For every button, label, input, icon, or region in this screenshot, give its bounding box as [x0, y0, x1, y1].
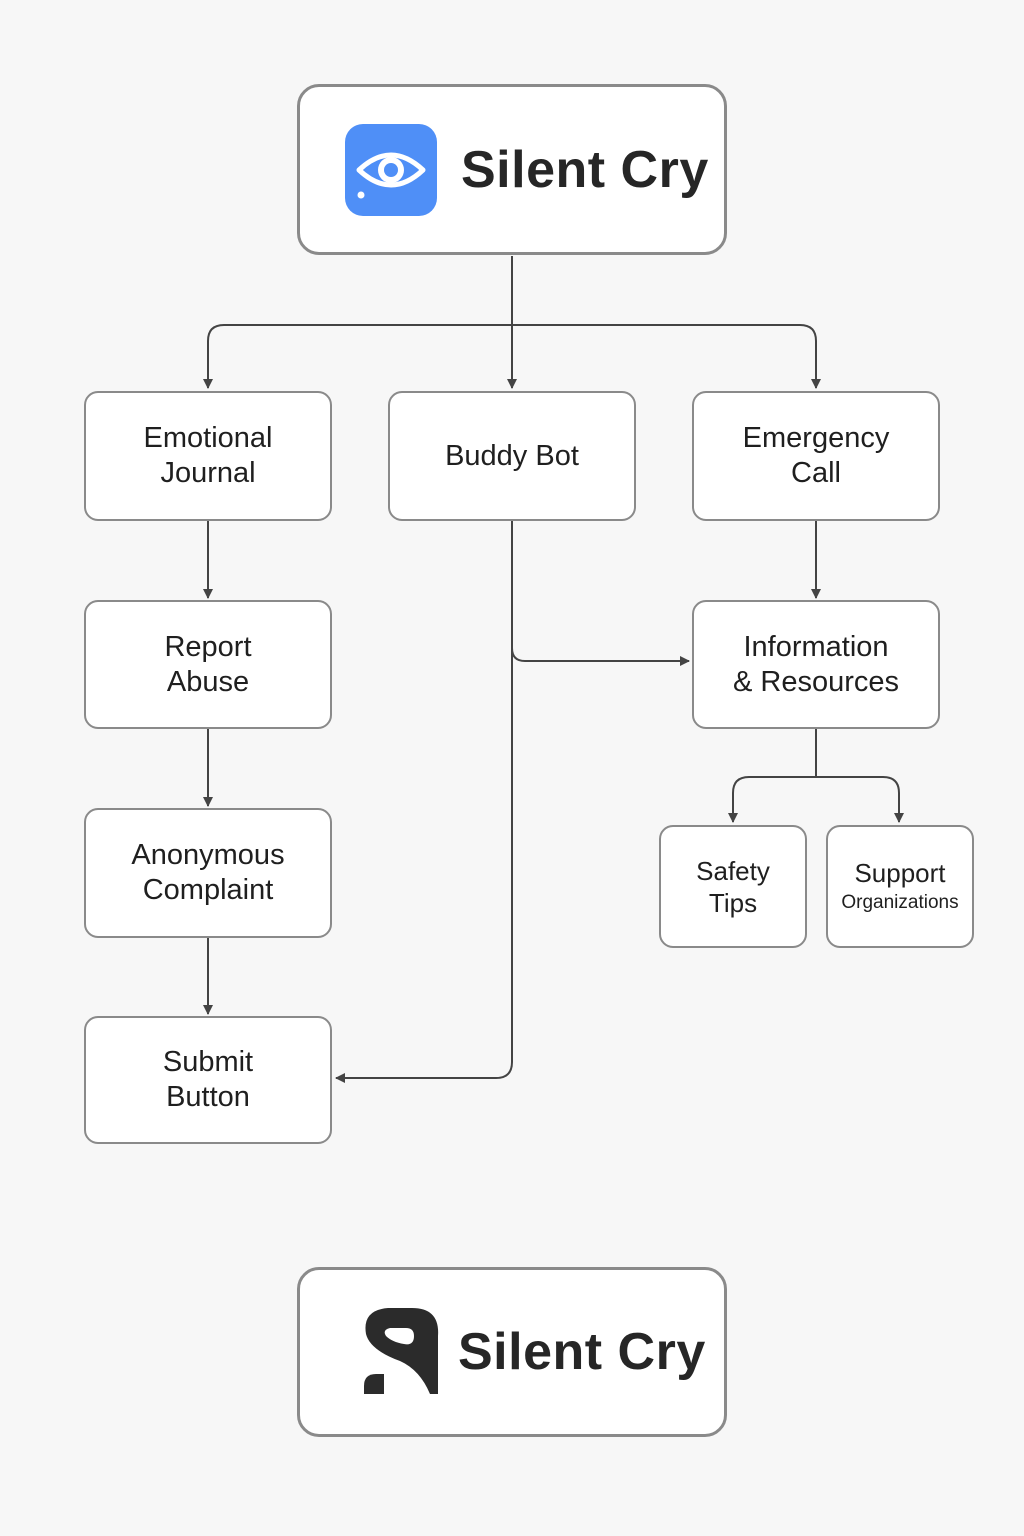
node-label-line: Button — [166, 1081, 250, 1113]
report-abuse-node[interactable]: Report Abuse — [84, 600, 332, 729]
edge-buddy-bot-to-submit-button — [335, 648, 513, 1083]
safety-tips-node[interactable]: Safety Tips — [659, 825, 807, 948]
edge-header-to-emergency-call — [512, 324, 821, 389]
footer-title: Silent Cry — [458, 1323, 706, 1381]
node-label-line: Journal — [160, 457, 256, 489]
node-label-line: Submit — [162, 1046, 254, 1078]
footer-brand-box: Silent Cry — [297, 1267, 727, 1437]
node-label-line: Safety — [696, 855, 770, 886]
app-title: Silent Cry — [461, 140, 709, 199]
emergency-call-node[interactable]: Emergency Call — [692, 391, 940, 521]
edge-header-to-emotional-journal — [203, 324, 512, 389]
information-resources-node[interactable]: Information & Resources — [692, 600, 940, 729]
support-organizations-node[interactable]: Support Organizations — [826, 825, 974, 948]
eye-icon — [345, 123, 437, 216]
buddy-bot-node[interactable]: Buddy Bot — [388, 391, 636, 521]
node-label: Buddy Bot — [445, 439, 579, 472]
node-label-line: Emergency — [742, 422, 890, 454]
edge-information-to-support — [816, 776, 904, 823]
emotional-journal-node[interactable]: Emotional Journal — [84, 391, 332, 521]
node-label-line: Abuse — [166, 665, 250, 698]
edge-buddy-bot-to-information — [511, 521, 690, 666]
node-label-line: Tips — [708, 887, 758, 918]
node-label-line: Support — [854, 857, 946, 888]
node-label-line: Information — [743, 630, 889, 663]
edge-information-to-safety-tips — [728, 729, 817, 823]
node-label-line: Emotional — [143, 422, 273, 454]
node-label-line: & Resources — [732, 665, 899, 698]
node-label-line: Report — [164, 630, 252, 663]
node-sublabel: Organizations — [841, 891, 959, 913]
anonymous-complaint-node[interactable]: Anonymous Complaint — [84, 808, 332, 938]
submit-button-node[interactable]: Submit Button — [84, 1016, 332, 1144]
node-label-line: Anonymous — [131, 839, 285, 871]
node-label-line: Complaint — [142, 874, 274, 906]
node-label-line: Call — [791, 457, 841, 489]
s-logo-icon — [364, 1308, 439, 1394]
header-brand-box: Silent Cry — [297, 84, 727, 255]
